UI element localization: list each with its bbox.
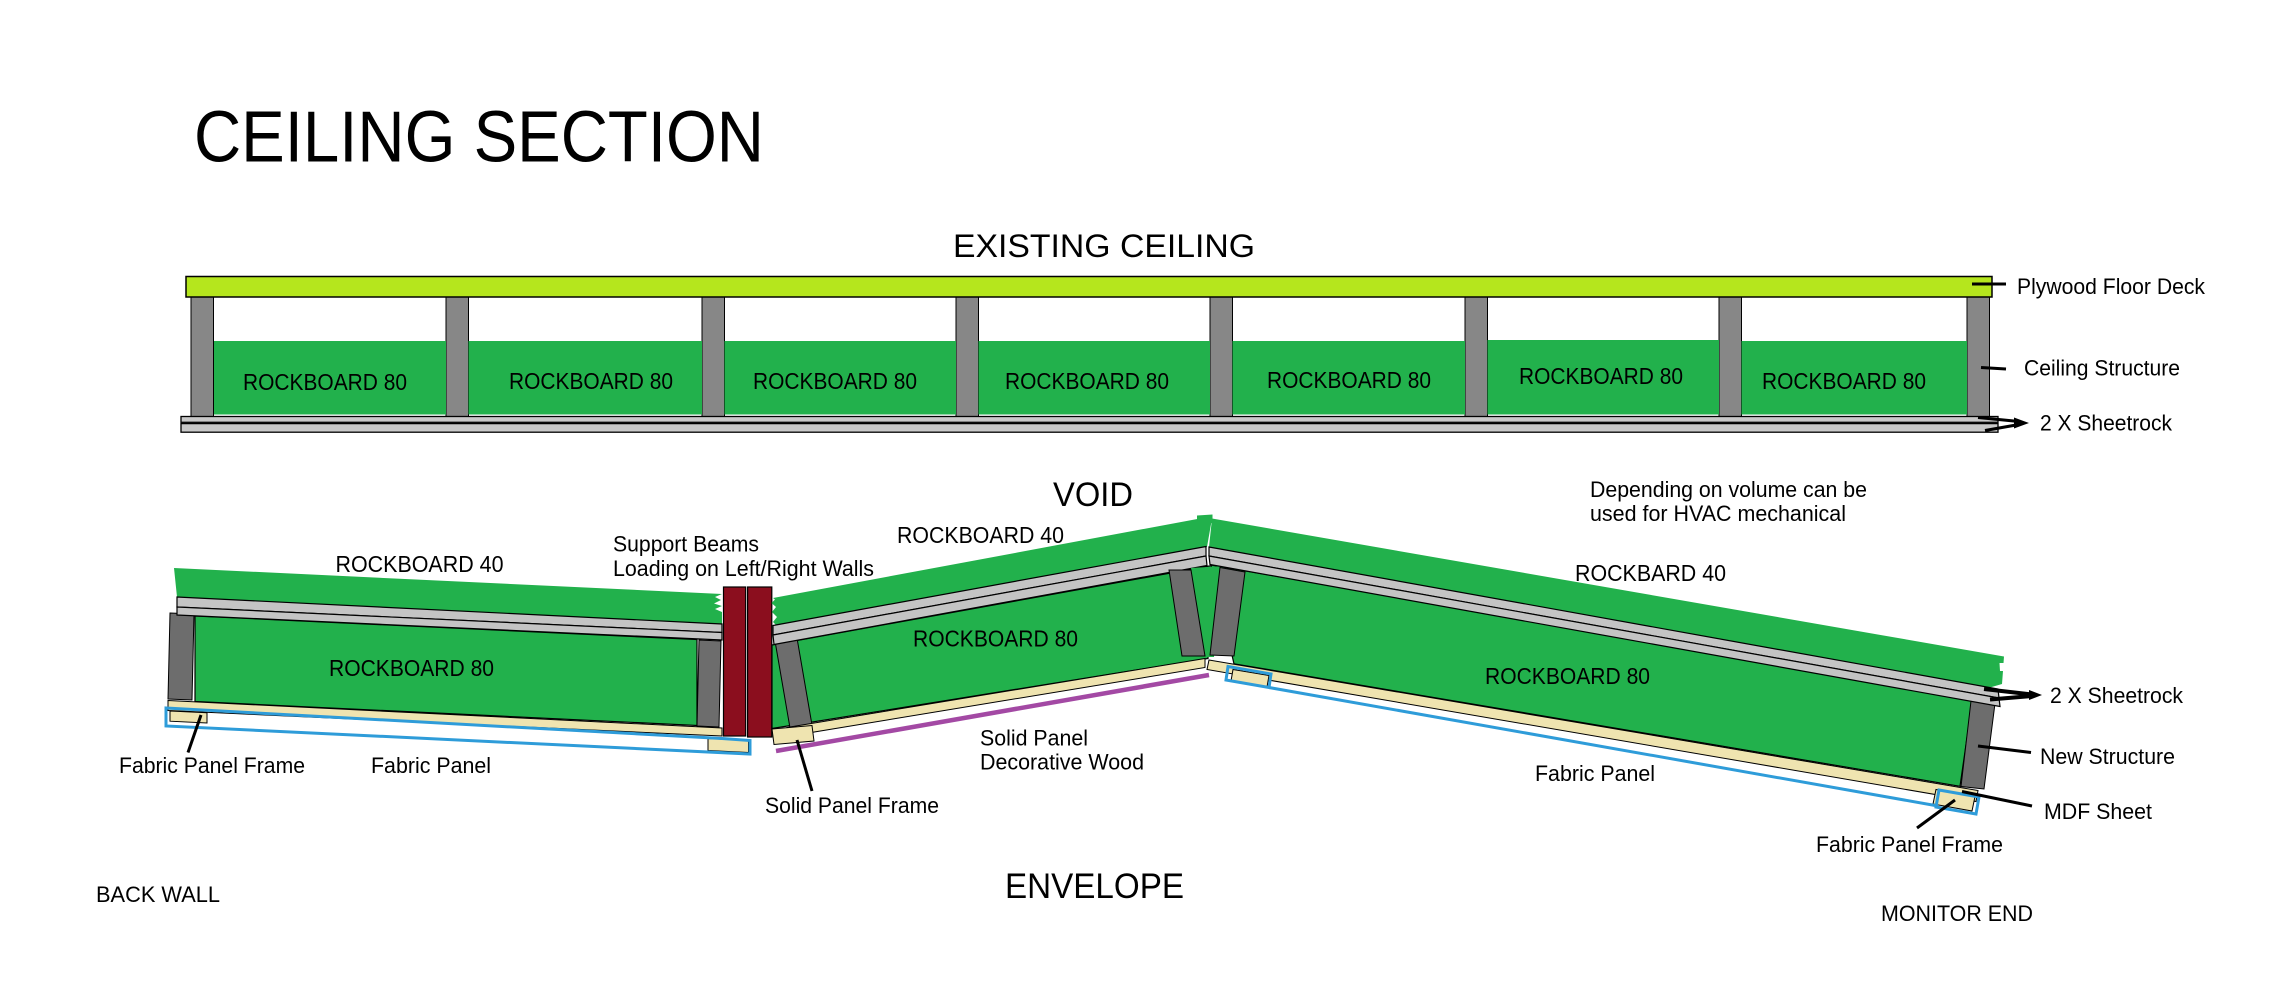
svg-text:ROCKBOARD 80: ROCKBOARD 80 (1519, 363, 1683, 389)
svg-text:2 X Sheetrock: 2 X Sheetrock (2050, 683, 2184, 708)
svg-text:MONITOR END: MONITOR END (1881, 901, 2033, 926)
svg-text:Decorative Wood: Decorative Wood (980, 750, 1144, 775)
svg-text:Solid Panel: Solid Panel (980, 726, 1088, 751)
svg-text:ROCKBOARD 80: ROCKBOARD 80 (1005, 368, 1169, 394)
svg-text:ROCKBOARD 80: ROCKBOARD 80 (509, 368, 673, 394)
svg-text:Fabric Panel: Fabric Panel (371, 753, 491, 778)
svg-text:VOID: VOID (1053, 476, 1133, 514)
svg-text:ROCKBOARD 80: ROCKBOARD 80 (753, 368, 917, 394)
svg-text:ENVELOPE: ENVELOPE (1005, 867, 1184, 906)
svg-text:Ceiling Structure: Ceiling Structure (2024, 356, 2180, 381)
svg-text:Fabric Panel: Fabric Panel (1535, 761, 1655, 786)
svg-text:Depending on volume can be: Depending on volume can be (1590, 477, 1867, 502)
svg-text:ROCKBOARD 80: ROCKBOARD 80 (243, 369, 407, 395)
svg-text:BACK WALL: BACK WALL (96, 882, 220, 907)
svg-text:ROCKBOARD 80: ROCKBOARD 80 (1267, 367, 1431, 393)
svg-text:CEILING SECTION: CEILING SECTION (194, 98, 764, 178)
svg-text:used for HVAC mechanical: used for HVAC mechanical (1590, 501, 1846, 526)
svg-text:Support Beams: Support Beams (613, 532, 759, 557)
svg-text:ROCKBOARD 40: ROCKBOARD 40 (336, 551, 504, 577)
svg-text:Solid Panel Frame: Solid Panel Frame (765, 793, 939, 818)
svg-text:ROCKBOARD 80: ROCKBOARD 80 (1762, 368, 1926, 394)
svg-text:ROCKBOARD 80: ROCKBOARD 80 (913, 626, 1078, 652)
svg-text:Fabric Panel Frame: Fabric Panel Frame (119, 753, 305, 778)
svg-text:ROCKBARD 40: ROCKBARD 40 (1575, 560, 1726, 586)
svg-text:Fabric Panel Frame: Fabric Panel Frame (1816, 832, 2003, 857)
svg-text:ROCKBOARD 80: ROCKBOARD 80 (329, 655, 494, 681)
svg-text:ROCKBOARD 80: ROCKBOARD 80 (1485, 663, 1650, 689)
svg-text:MDF Sheet: MDF Sheet (2044, 799, 2152, 824)
svg-text:ROCKBOARD 40: ROCKBOARD 40 (897, 522, 1064, 548)
svg-text:2 X Sheetrock: 2 X Sheetrock (2040, 411, 2173, 436)
svg-text:Plywood Floor Deck: Plywood Floor Deck (2017, 274, 2206, 299)
svg-text:EXISTING CEILING: EXISTING CEILING (953, 228, 1255, 264)
svg-text:New Structure: New Structure (2040, 744, 2175, 769)
svg-text:Loading on Left/Right Walls: Loading on Left/Right Walls (613, 556, 874, 581)
